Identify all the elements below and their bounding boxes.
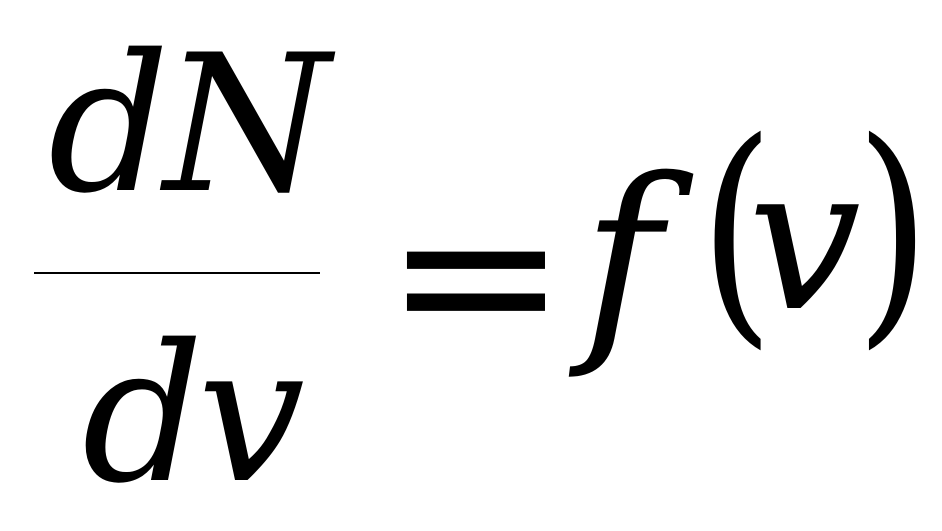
close-parenthesis: ) — [855, 90, 931, 370]
fraction-numerator: dN — [48, 14, 330, 235]
function-argument: v — [748, 123, 861, 356]
function-name: f — [582, 132, 662, 383]
equals-sign: = — [383, 152, 569, 397]
fraction-denominator: dv — [82, 304, 305, 525]
fraction-bar — [34, 272, 320, 274]
open-parenthesis: ( — [699, 90, 775, 370]
